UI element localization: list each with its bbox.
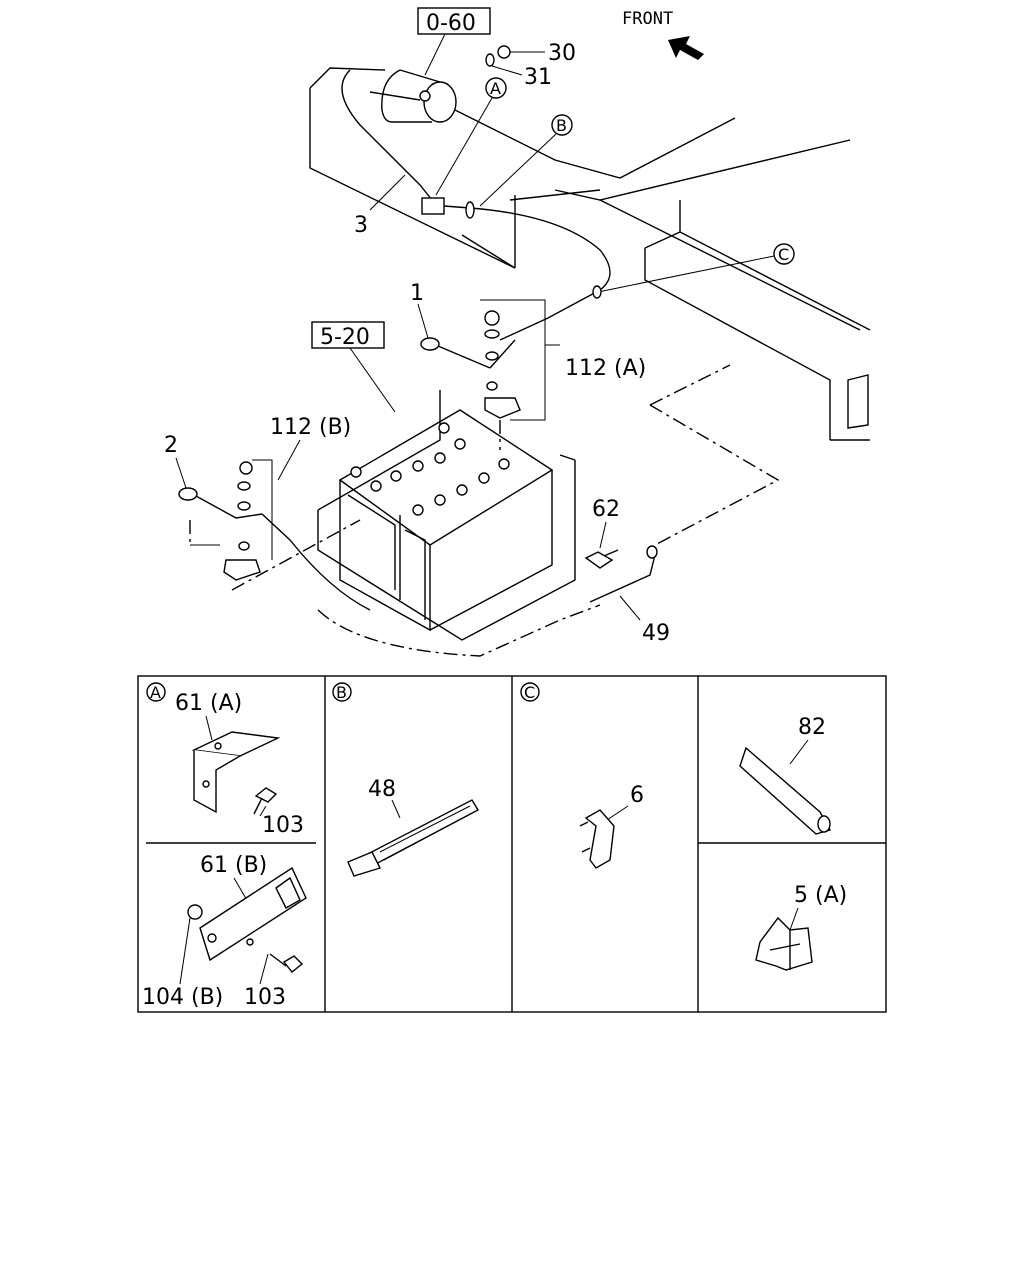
svg-text:C: C <box>524 683 535 702</box>
washer-31: 31 <box>485 53 552 90</box>
bracket-61a <box>191 731 281 814</box>
svg-text:B: B <box>556 116 567 135</box>
panel-d-bottom: 5 (A) <box>755 883 847 971</box>
cable-1: 1 112 (A) <box>410 281 646 421</box>
label-61a: 61 (A) <box>175 691 242 716</box>
label-112a: 112 (A) <box>565 356 646 381</box>
label-30: 30 <box>548 41 576 66</box>
label-48: 48 <box>368 777 396 802</box>
detail-table <box>137 675 887 1013</box>
label-31: 31 <box>524 65 552 90</box>
label-49: 49 <box>642 621 670 646</box>
label-1: 1 <box>410 281 424 306</box>
label-104b: 104 (B) <box>142 985 223 1010</box>
cable-tie-48 <box>347 799 479 877</box>
label-5a: 5 (A) <box>794 883 847 908</box>
callout-a: A <box>435 77 507 196</box>
ref-5-20: 5-20 <box>320 325 370 350</box>
callout-b: B <box>479 114 573 207</box>
nut-30: 30 <box>497 41 576 66</box>
label-2: 2 <box>164 433 178 458</box>
rod-49: 49 <box>589 545 670 646</box>
tube-82 <box>739 746 832 835</box>
clip-6 <box>579 809 615 869</box>
arrow-up-left-icon <box>668 36 704 60</box>
svg-text:A: A <box>490 79 501 98</box>
svg-text:B: B <box>336 683 347 702</box>
ref-0-60: 0-60 <box>426 11 476 36</box>
label-103-bottom: 103 <box>244 985 286 1010</box>
starter-motor: 0-60 <box>341 7 491 206</box>
bracket-61b <box>199 866 307 962</box>
label-6: 6 <box>630 783 644 808</box>
cable-2: 2 112 (B) <box>164 415 371 611</box>
panel-b: B 48 <box>332 682 479 877</box>
label-3: 3 <box>354 213 368 238</box>
harness-cable <box>421 197 611 341</box>
label-82: 82 <box>798 715 826 740</box>
panel-a: A 61 (A) 103 61 (B) 104 (B) 103 <box>142 682 307 1010</box>
frame-rail <box>309 67 871 441</box>
label-62: 62 <box>592 497 620 522</box>
bolt-62: 62 <box>584 497 620 569</box>
label-103-top: 103 <box>262 813 304 838</box>
panel-d-top: 82 <box>739 715 832 835</box>
ref-box-0-60 <box>417 7 491 35</box>
clamp-5a <box>755 916 813 971</box>
svg-text:A: A <box>150 683 161 702</box>
front-label: FRONT <box>622 9 673 29</box>
svg-text:C: C <box>778 245 789 264</box>
label-112b: 112 (B) <box>270 415 351 440</box>
ref-box-5-20 <box>311 321 385 349</box>
label-61b: 61 (B) <box>200 853 267 878</box>
battery-assembly <box>317 390 576 641</box>
callout-c: C <box>597 243 795 293</box>
panel-c: C 6 <box>520 682 644 869</box>
